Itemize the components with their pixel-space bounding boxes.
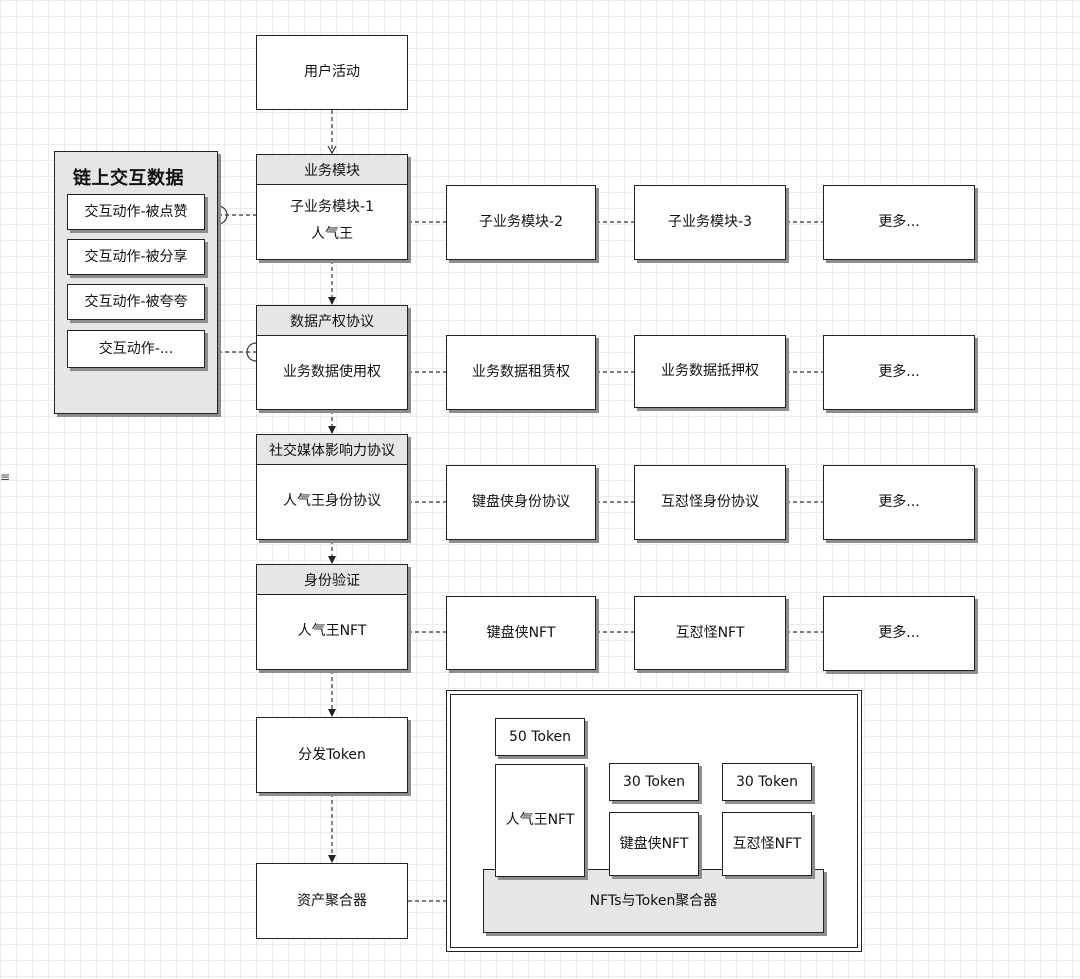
chain-item-more[interactable]: 交互动作-...: [67, 330, 205, 368]
nfts-token-aggregator-label: NFTs与Token聚合器: [589, 892, 718, 909]
nfts-token-aggregator-box[interactable]: NFTs与Token聚合器: [483, 869, 824, 933]
chain-item-share-label: 交互动作-被分享: [84, 248, 188, 265]
distribute-token-label: 分发Token: [298, 746, 366, 763]
chain-item-praise[interactable]: 交互动作-被夸夸: [67, 284, 205, 320]
chain-item-like-label: 交互动作-被点赞: [84, 203, 188, 220]
troll-identity-box[interactable]: 互怼怪身份协议: [634, 465, 786, 540]
identity-verification-group[interactable]: 身份验证 人气王NFT: [256, 564, 408, 670]
identity-verification-header: 身份验证: [257, 565, 407, 595]
popularity-label: 人气王: [311, 226, 353, 242]
token-50-box[interactable]: 50 Token: [495, 718, 585, 756]
identity-more-box[interactable]: 更多...: [823, 596, 975, 671]
data-lease-right-box[interactable]: 业务数据租赁权: [446, 335, 596, 410]
token-30-a-box[interactable]: 30 Token: [609, 763, 699, 801]
edge-handle-icon: ≡: [0, 470, 11, 484]
social-influence-header: 社交媒体影响力协议: [257, 435, 407, 465]
business-more-box[interactable]: 更多...: [823, 185, 975, 260]
social-more-box[interactable]: 更多...: [823, 465, 975, 540]
data-rights-header: 数据产权协议: [257, 306, 407, 336]
business-module-header: 业务模块: [257, 155, 407, 185]
keyboard-warrior-identity-box[interactable]: 键盘侠身份协议: [446, 465, 596, 540]
token-30-a-label: 30 Token: [622, 773, 686, 790]
sub-module-3-box[interactable]: 子业务模块-3: [634, 185, 786, 260]
popularity-nft-card[interactable]: 人气王NFT: [495, 764, 585, 877]
business-module-group[interactable]: 业务模块 子业务模块-1 人气王: [256, 154, 408, 260]
troll-nft-box[interactable]: 互怼怪NFT: [634, 596, 786, 670]
business-more-label: 更多...: [878, 214, 920, 231]
chain-panel-title: 链上交互数据: [73, 168, 184, 189]
keyboard-warrior-identity-label: 键盘侠身份协议: [472, 494, 570, 511]
asset-aggregator-label: 资产聚合器: [297, 892, 367, 909]
chain-item-more-label: 交互动作-...: [98, 340, 174, 357]
social-more-label: 更多...: [878, 494, 920, 511]
popularity-identity-label: 人气王身份协议: [283, 493, 381, 510]
sub-module-1-label: 子业务模块-1: [290, 199, 374, 216]
token-30-b-box[interactable]: 30 Token: [722, 763, 812, 801]
asset-aggregator-box[interactable]: 资产聚合器: [256, 863, 408, 939]
token-50-label: 50 Token: [508, 728, 572, 745]
chain-item-praise-label: 交互动作-被夸夸: [84, 293, 188, 310]
sub-module-3-label: 子业务模块-3: [668, 214, 752, 231]
sub-module-2-box[interactable]: 子业务模块-2: [446, 185, 596, 260]
distribute-token-box[interactable]: 分发Token: [256, 717, 408, 793]
popularity-nft-card-label: 人气王NFT: [505, 812, 575, 829]
chain-item-like[interactable]: 交互动作-被点赞: [67, 194, 205, 230]
keyboard-warrior-nft-label: 键盘侠NFT: [486, 624, 556, 641]
sub-module-2-label: 子业务模块-2: [479, 214, 563, 231]
token-30-b-label: 30 Token: [735, 773, 799, 790]
data-mortgage-right-label: 业务数据抵押权: [661, 363, 759, 380]
data-rights-group[interactable]: 数据产权协议 业务数据使用权: [256, 305, 408, 410]
keyboard-warrior-nft-card-label: 键盘侠NFT: [619, 835, 689, 852]
data-usage-right-label: 业务数据使用权: [283, 363, 381, 380]
data-rights-more-label: 更多...: [878, 364, 920, 381]
user-activity-box[interactable]: 用户活动: [256, 35, 408, 110]
data-rights-more-box[interactable]: 更多...: [823, 335, 975, 410]
data-lease-right-label: 业务数据租赁权: [472, 364, 570, 381]
keyboard-warrior-nft-box[interactable]: 键盘侠NFT: [446, 596, 596, 670]
troll-identity-label: 互怼怪身份协议: [661, 494, 759, 511]
data-mortgage-right-box[interactable]: 业务数据抵押权: [634, 335, 786, 408]
user-activity-label: 用户活动: [304, 64, 360, 81]
identity-more-label: 更多...: [878, 625, 920, 642]
popularity-nft-label: 人气王NFT: [297, 623, 367, 640]
keyboard-warrior-nft-card[interactable]: 键盘侠NFT: [609, 812, 699, 876]
chain-interaction-panel[interactable]: 链上交互数据 交互动作-被点赞 交互动作-被分享 交互动作-被夸夸 交互动作-.…: [54, 151, 218, 414]
social-influence-group[interactable]: 社交媒体影响力协议 人气王身份协议: [256, 434, 408, 540]
chain-item-share[interactable]: 交互动作-被分享: [67, 239, 205, 275]
troll-nft-label: 互怼怪NFT: [675, 624, 745, 641]
troll-nft-card[interactable]: 互怼怪NFT: [722, 812, 812, 876]
troll-nft-card-label: 互怼怪NFT: [732, 835, 802, 852]
